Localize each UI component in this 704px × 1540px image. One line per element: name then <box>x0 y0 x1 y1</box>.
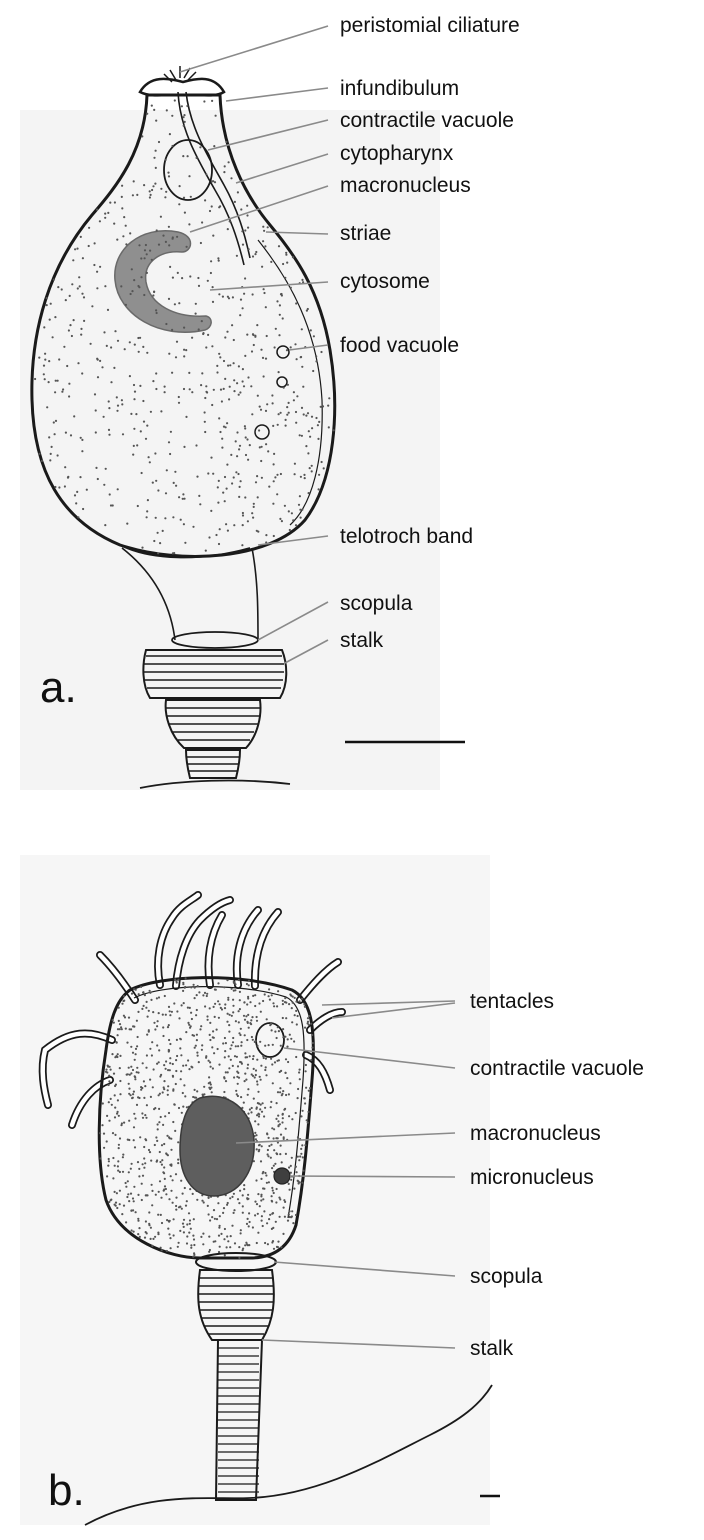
panel-a-label: a. <box>40 663 77 712</box>
label-contractile-vacuole-a: contractile vacuole <box>340 109 514 132</box>
label-scopula-b: scopula <box>470 1265 543 1288</box>
label-infundibulum: infundibulum <box>340 77 459 100</box>
panel-b-label: b. <box>48 1466 85 1515</box>
label-micronucleus: micronucleus <box>470 1166 594 1189</box>
label-striae: striae <box>340 222 391 245</box>
label-macronucleus-b: macronucleus <box>470 1122 601 1145</box>
panel-b-macronucleus <box>180 1096 254 1196</box>
label-cytopharynx: cytopharynx <box>340 142 454 165</box>
label-scopula-a: scopula <box>340 592 413 615</box>
label-cytosome: cytosome <box>340 270 430 293</box>
label-food-vacuole: food vacuole <box>340 334 459 357</box>
label-stalk-b: stalk <box>470 1337 514 1360</box>
label-tentacles: tentacles <box>470 990 554 1013</box>
label-stalk-a: stalk <box>340 629 384 652</box>
label-macronucleus-a: macronucleus <box>340 174 471 197</box>
panel-b-micronucleus <box>274 1168 290 1184</box>
panel-a-peristome <box>140 79 224 95</box>
label-contractile-vacuole-b: contractile vacuole <box>470 1057 644 1080</box>
label-peristomial-ciliature: peristomial ciliature <box>340 14 520 37</box>
label-telotroch-band: telotroch band <box>340 525 473 548</box>
